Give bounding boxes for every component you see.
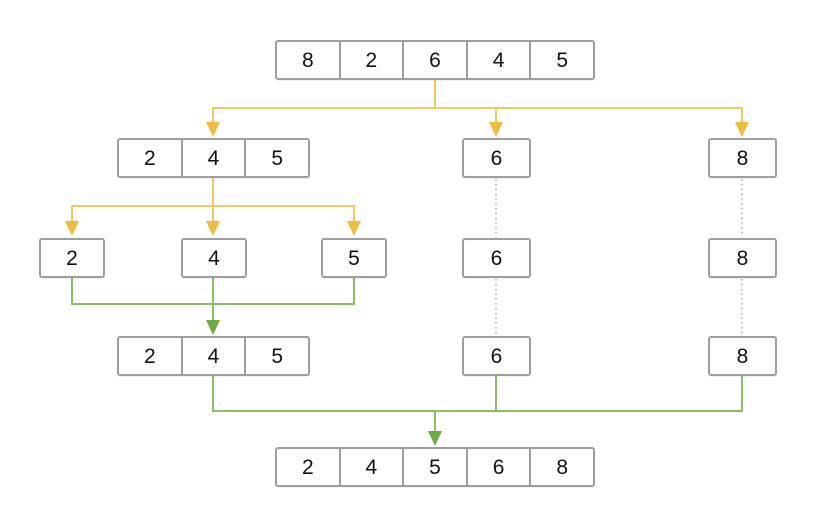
- array-cell: 6: [490, 246, 503, 270]
- arrow-down-icon: [206, 221, 220, 236]
- array-node-merged-left: 2 4 5: [117, 336, 310, 376]
- array-cell: 8: [301, 48, 314, 72]
- array-node-left-partition: 2 4 5: [117, 138, 310, 178]
- array-cell: 8: [736, 344, 749, 368]
- array-node-root: 8 2 6 4 5: [275, 40, 595, 80]
- array-cell: 4: [338, 449, 403, 485]
- array-cell: 6: [490, 344, 503, 368]
- array-cell: 4: [180, 140, 245, 176]
- array-cell: 8: [529, 449, 593, 485]
- array-cell: 2: [338, 42, 403, 78]
- arrow-down-icon: [206, 320, 220, 335]
- arrow-down-icon: [65, 221, 79, 236]
- array-cell: 4: [180, 338, 245, 374]
- array-node-single-2: 2: [39, 238, 105, 278]
- array-cell: 6: [490, 146, 503, 170]
- array-cell: 5: [244, 338, 308, 374]
- merge-arrows-level-1: [71, 278, 355, 335]
- pass-through-dotted-lines: [495, 179, 743, 334]
- array-node-sorted-result: 2 4 5 6 8: [275, 447, 595, 487]
- array-node-single-8: 8: [708, 238, 777, 278]
- array-node-single-6: 6: [462, 238, 531, 278]
- merge-arrows-level-2: [212, 376, 743, 446]
- array-node-single-4: 4: [181, 238, 247, 278]
- array-cell: 2: [143, 344, 156, 368]
- array-cell: 8: [736, 146, 749, 170]
- array-node-single-5: 5: [321, 238, 387, 278]
- array-node-merged-6: 6: [462, 336, 531, 376]
- arrow-down-icon: [428, 431, 442, 446]
- array-cell: 6: [402, 42, 466, 78]
- array-cell: 4: [465, 42, 530, 78]
- arrow-down-icon: [206, 122, 220, 137]
- array-cell: 4: [208, 246, 220, 270]
- arrow-down-icon: [347, 221, 361, 236]
- array-cell: 6: [465, 449, 530, 485]
- arrow-down-icon: [489, 122, 503, 137]
- arrow-down-icon: [735, 122, 749, 137]
- array-cell: 5: [402, 449, 466, 485]
- array-node-pivot-6: 6: [462, 138, 531, 178]
- array-cell: 2: [143, 146, 156, 170]
- array-node-merged-8: 8: [708, 336, 777, 376]
- array-cell: 5: [244, 140, 308, 176]
- array-node-right-partition: 8: [708, 138, 777, 178]
- split-arrows-level-2: [65, 178, 361, 236]
- array-cell: 2: [66, 246, 78, 270]
- array-cell: 2: [301, 455, 314, 479]
- array-cell: 5: [348, 246, 360, 270]
- array-cell: 5: [529, 42, 593, 78]
- array-cell: 8: [736, 246, 749, 270]
- split-arrows-level-1: [206, 80, 749, 137]
